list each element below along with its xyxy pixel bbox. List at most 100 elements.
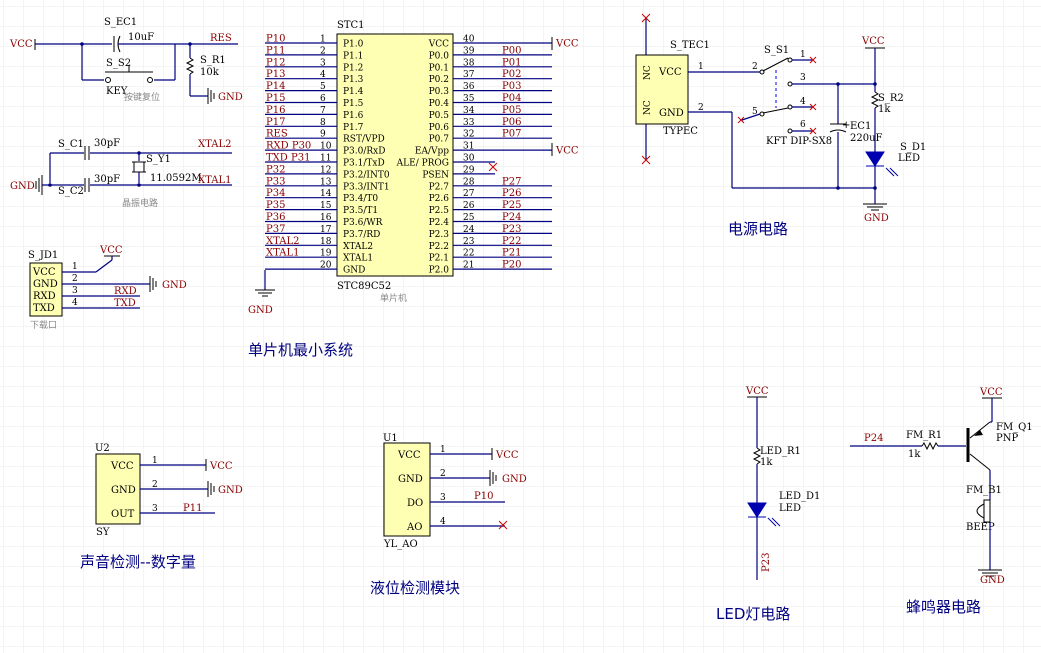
sound-ref: U2 <box>95 443 110 454</box>
mcu: STC1 P1.01P10P1.12P11P1.23P12P1.34P13P1.… <box>248 20 579 359</box>
mcu-left-net: P11 <box>266 45 285 56</box>
prog-num-4: 4 <box>72 298 78 308</box>
mcu-right-net: P22 <box>502 236 521 247</box>
mcu-left-pin-number: 5 <box>320 82 326 92</box>
mcu-right-pin-name: P2.5 <box>429 206 450 216</box>
section-title-led: LED灯电路 <box>716 605 790 623</box>
mcu-right-net: P24 <box>502 212 521 223</box>
mcu-left-pin-number: 19 <box>320 249 332 259</box>
led-led-ref: LED_D1 <box>779 491 820 502</box>
mcu-right-pin-name: PSEN <box>422 170 449 180</box>
mcu-left-pin-number: 18 <box>320 237 332 247</box>
level-pin-gnd: GND <box>398 474 423 485</box>
mcu-left-pins: P1.01P10P1.12P11P1.23P12P1.34P13P1.45P14… <box>265 34 390 276</box>
reset-cap-value: 10uF <box>128 32 154 43</box>
mcu-left-pin-name: P3.3/INT1 <box>343 182 390 192</box>
prog-gnd-label: GND <box>162 280 187 291</box>
mcu-left-pin-number: 6 <box>320 94 326 104</box>
mcu-right-pin-name: P0.3 <box>429 87 450 97</box>
power-switch-ref: S_S1 <box>764 45 789 56</box>
power-res-value: 1k <box>878 104 891 115</box>
mcu-left-pin-number: 15 <box>320 201 332 211</box>
mcu-left-pin-name: P1.1 <box>343 51 363 61</box>
mcu-right-net: P23 <box>502 224 521 235</box>
mcu-left-pin-name: RST/VPD <box>343 135 385 145</box>
mcu-left-pin-name: P3.6/WR <box>343 218 383 228</box>
power-cap-ref: EC1 <box>850 121 871 132</box>
mcu-left-pin-name: XTAL2 <box>343 242 373 252</box>
prog-num-1: 1 <box>72 262 78 272</box>
mcu-left-pin-number: 12 <box>320 165 331 175</box>
section-title-level: 液位检测模块 <box>370 579 460 597</box>
mcu-right-pin-name: P0.0 <box>429 51 450 61</box>
mcu-right-pin-name: P2.0 <box>429 266 450 276</box>
mcu-right-net: P06 <box>502 117 521 128</box>
sound-sensor: U2 VCC GND OUT 1 2 3 VCC GND P11 SY 声音检测… <box>80 443 243 571</box>
level-pin-ao: AO <box>406 522 422 533</box>
mcu-right-pin-number: 39 <box>463 46 475 56</box>
buzzer-res-ref: FM_R1 <box>906 430 942 441</box>
reset-res-value: 10k <box>200 67 220 78</box>
buzzer-b-part: BEEP <box>966 522 995 533</box>
mcu-left-pin-number: 3 <box>320 58 326 68</box>
mcu-body <box>336 33 454 277</box>
buzzer-q-ref: FM_Q1 <box>996 422 1033 433</box>
crystal-note: 晶振电路 <box>122 197 158 209</box>
sound-part: SY <box>96 527 110 538</box>
mcu-right-pin-name: P2.6 <box>429 194 450 204</box>
power-circuit: S_TEC1 NC NC VCC GND TYPEC 1 2 S_S1 2 5 … <box>635 13 926 238</box>
mcu-right-pin-number: 21 <box>463 261 474 271</box>
mcu-right-pin-name: P2.1 <box>429 254 449 264</box>
buzzer-net: P24 <box>864 433 883 444</box>
mcu-left-net: P33 <box>266 176 285 187</box>
prog-txd-net: TXD <box>114 298 136 309</box>
sound-num-2: 2 <box>152 480 158 490</box>
mcu-right-pin-name: VCC <box>428 40 449 50</box>
mcu-note: 单片机 <box>380 292 407 304</box>
mcu-left-pin-number: 16 <box>320 213 332 223</box>
program-header: S_JD1 VCC GND RXD TXD 1 2 3 4 VCC GND RX… <box>28 245 187 331</box>
mcu-left-pin-number: 9 <box>320 130 326 140</box>
mcu-right-vcc: VCC <box>555 39 579 50</box>
mcu-left-pin-number: 20 <box>320 261 332 271</box>
mcu-right-pin-name: EA/Vpp <box>415 147 449 157</box>
mcu-right-pin-name: ALE/ PROG <box>396 159 449 169</box>
mcu-left-net: XTAL1 <box>266 248 299 259</box>
power-nc-2: NC <box>643 100 653 115</box>
power-switch-part: KFT DIP-SX8 <box>766 136 832 147</box>
mcu-left-pin-name: P3.2/INT0 <box>343 170 390 180</box>
prog-ref: S_JD1 <box>28 250 58 261</box>
prog-vcc-label: VCC <box>99 245 123 256</box>
mcu-left-net: P15 <box>266 93 285 104</box>
mcu-right-pin-name: P2.4 <box>429 218 450 228</box>
mcu-right-pin-number: 32 <box>463 130 474 140</box>
reset-circuit: VCC S_EC1 10uF RES S_S2 KEY 按键复位 S_R1 10… <box>9 17 243 104</box>
mcu-right-vcc: VCC <box>555 146 579 157</box>
power-sw-pin6: 6 <box>800 120 806 130</box>
mcu-left-net: P10 <box>266 34 285 45</box>
power-conn-vcc-pin: VCC <box>658 67 682 78</box>
level-part: YL_AO <box>383 539 418 550</box>
level-num-4: 4 <box>440 517 446 527</box>
level-sensor: U1 VCC GND DO AO 1 2 3 4 VCC GND P10 YL_… <box>370 433 527 597</box>
mcu-right-pin-name: P2.3 <box>429 230 450 240</box>
mcu-right-pin-number: 31 <box>463 142 474 152</box>
mcu-right-pin-name: P0.4 <box>429 99 450 109</box>
mcu-right-net: P25 <box>502 200 521 211</box>
mcu-left-pin-number: 13 <box>320 177 332 187</box>
mcu-left-net: P12 <box>266 57 285 68</box>
mcu-left-pin-name: P3.1/TxD <box>343 159 385 169</box>
mcu-right-pin-number: 40 <box>463 35 475 45</box>
mcu-right-net: P04 <box>502 93 521 104</box>
mcu-left-pin-number: 8 <box>320 118 326 128</box>
prog-note: 下载口 <box>30 319 57 331</box>
power-res-ref: S_R2 <box>878 93 904 104</box>
mcu-right-net: P07 <box>502 129 521 140</box>
mcu-left-net: P14 <box>266 81 285 92</box>
power-cap-plus: + <box>842 120 850 131</box>
mcu-right-pin-number: 29 <box>463 165 475 175</box>
reset-cap-ref: S_EC1 <box>104 17 137 28</box>
mcu-left-net: P17 <box>266 117 285 128</box>
